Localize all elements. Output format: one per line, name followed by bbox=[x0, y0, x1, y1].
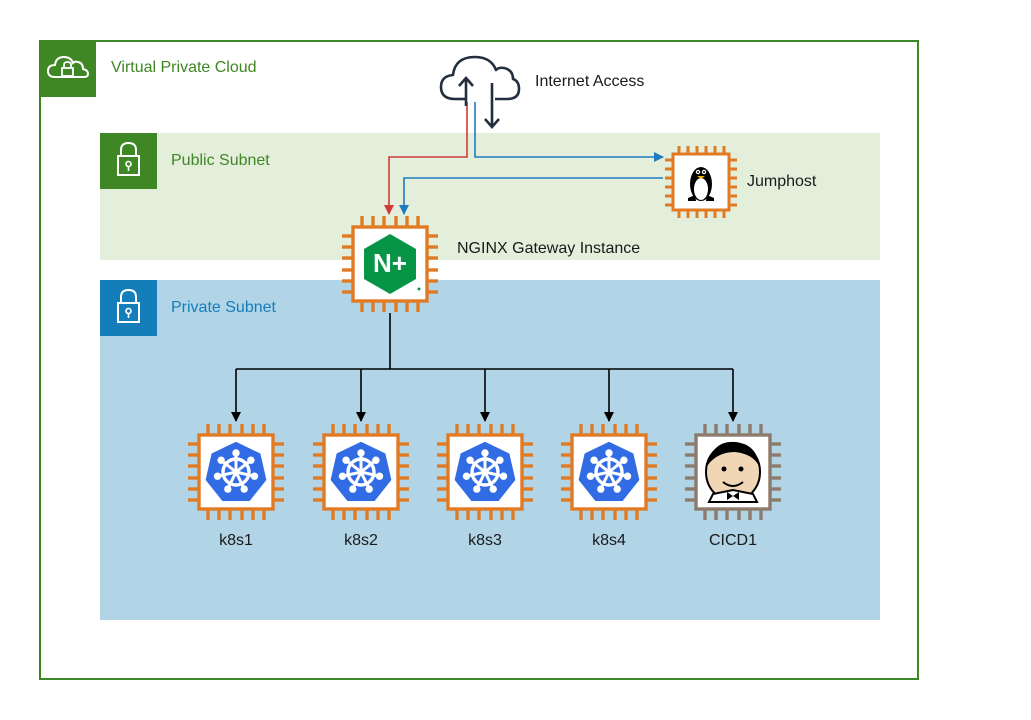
nginx-gateway-chip: N+ bbox=[342, 216, 438, 312]
internet-to-gateway-link bbox=[384, 102, 468, 215]
node-chip-k8s3 bbox=[437, 424, 533, 520]
vpc-label: Virtual Private Cloud bbox=[111, 59, 257, 76]
nginx-plus-hexagon-icon bbox=[364, 234, 416, 294]
nginx-badge-text: N+ bbox=[373, 248, 407, 278]
node-chip-cicd1 bbox=[685, 424, 781, 520]
node-chip-k8s1 bbox=[188, 424, 284, 520]
node-label: CICD1 bbox=[708, 532, 757, 549]
linux-tux-icon bbox=[688, 167, 714, 201]
node-label: k8s2 bbox=[344, 532, 378, 549]
public-subnet-lock-icon bbox=[100, 133, 157, 189]
vpc-cloud-lock-icon bbox=[39, 40, 96, 97]
node-label: k8s4 bbox=[592, 532, 626, 549]
node-chip-k8s2 bbox=[313, 424, 409, 520]
kubernetes-icon bbox=[452, 440, 518, 503]
kubernetes-icon bbox=[203, 440, 269, 503]
internet-access-label: Internet Access bbox=[535, 73, 645, 90]
private-subnet-label: Private Subnet bbox=[171, 299, 276, 316]
kubernetes-icon bbox=[328, 440, 394, 503]
node-label: k8s3 bbox=[468, 532, 502, 549]
private-subnet-lock-icon bbox=[100, 280, 157, 336]
internet-to-jumphost-link bbox=[474, 102, 664, 162]
vpc-boundary bbox=[39, 40, 919, 680]
jumphost-chip bbox=[665, 146, 737, 218]
node-chip-k8s4 bbox=[561, 424, 657, 520]
jenkins-icon bbox=[705, 441, 761, 503]
jumphost-to-gateway-link bbox=[399, 177, 663, 215]
nginx-gateway-label: NGINX Gateway Instance bbox=[457, 240, 641, 257]
node-label: k8s1 bbox=[219, 532, 253, 549]
public-subnet-label: Public Subnet bbox=[171, 152, 270, 169]
public-subnet-area bbox=[100, 133, 880, 260]
jumphost-label: Jumphost bbox=[747, 173, 817, 190]
cloud-upload-download-icon bbox=[439, 55, 521, 129]
kubernetes-icon bbox=[576, 440, 642, 503]
